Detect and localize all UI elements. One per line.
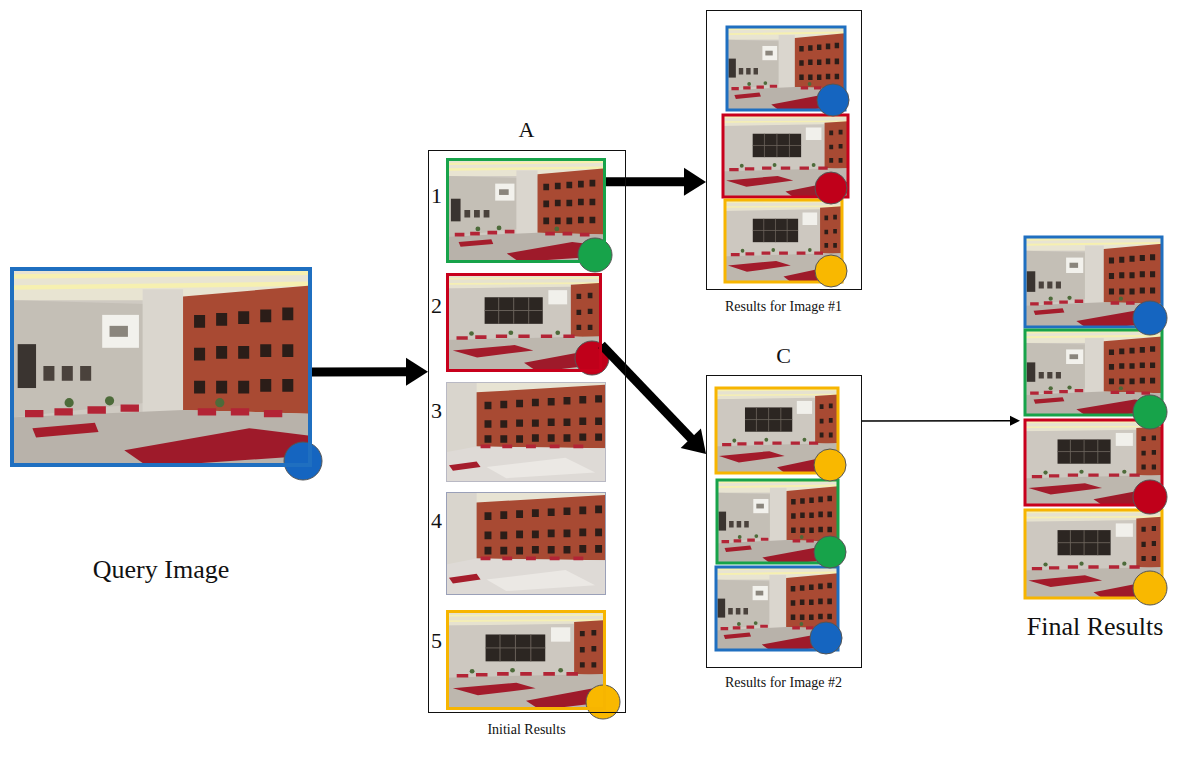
result-image: 4 (446, 492, 606, 595)
query-photo (14, 271, 308, 463)
result-photo (447, 493, 605, 594)
identity-dot (1133, 480, 1167, 514)
identity-dot (814, 449, 846, 481)
identity-dot (1133, 571, 1167, 605)
rank-number: 2 (431, 293, 442, 318)
results-panel: AInitial Results12345 (428, 150, 626, 713)
identity-dot (284, 442, 322, 480)
image-caption: Final Results (1027, 612, 1164, 642)
identity-dot (814, 536, 846, 568)
rank-number: 3 (431, 398, 442, 423)
arrow-head (681, 429, 706, 455)
flow-arrow (312, 358, 428, 386)
results-panel: Results for Image #1 (706, 10, 862, 290)
identity-dot (810, 622, 842, 654)
arrow-shaft (312, 367, 410, 376)
identity-dot (1133, 395, 1167, 429)
flow-arrow (606, 168, 707, 196)
result-image: 3 (446, 382, 606, 482)
rank-number: 5 (431, 628, 442, 653)
result-photo (449, 613, 603, 707)
panel-caption: Results for Image #1 (725, 299, 842, 315)
result-photo (447, 383, 605, 481)
flow-arrow (602, 345, 707, 454)
panel-letter: A (519, 117, 535, 142)
arrow-head (406, 358, 428, 386)
image-caption: Query Image (93, 555, 229, 585)
arrow-head (1010, 416, 1020, 426)
rank-number: 1 (431, 183, 442, 208)
arrow-shaft (862, 420, 1012, 422)
identity-dot (1133, 301, 1167, 335)
results-panel: CResults for Image #2 (706, 375, 862, 668)
final-results-stack: Final Results (1020, 232, 1167, 602)
panel-letter: C (776, 343, 791, 368)
flow-arrow (862, 416, 1020, 426)
result-image: 5 (446, 610, 606, 710)
rank-number: 4 (431, 508, 442, 533)
identity-dot (815, 172, 847, 204)
panel-caption: Results for Image #2 (725, 675, 842, 691)
result-image: 1 (446, 158, 606, 263)
identity-dot (817, 84, 849, 116)
result-image: 2 (446, 273, 602, 372)
panel-caption: Initial Results (487, 722, 565, 738)
arrow-shaft (602, 345, 694, 442)
identity-dot (815, 255, 847, 287)
identity-dot (578, 238, 612, 272)
query-image: Query Image (10, 267, 312, 467)
arrow-head (684, 168, 706, 196)
arrow-shaft (606, 177, 689, 186)
result-photo (449, 161, 603, 260)
